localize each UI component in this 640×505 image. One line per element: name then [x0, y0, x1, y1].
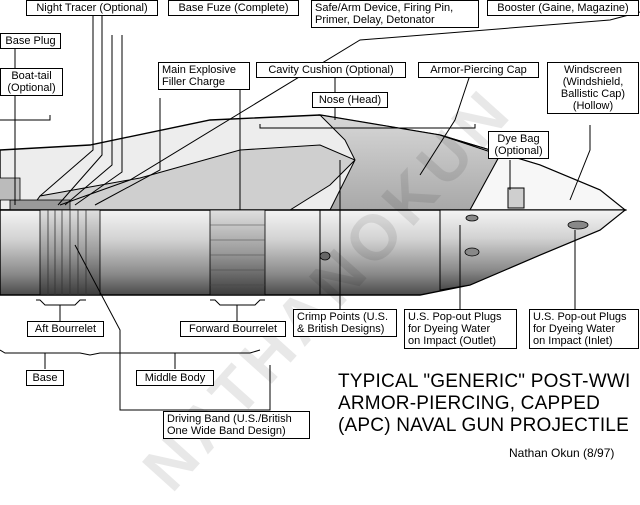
crimp-line-2: & British Designs)	[297, 323, 385, 335]
forward-bourrelet-grooves	[210, 224, 265, 286]
label-main-explosive: Main Explosive Filler Charge	[158, 62, 250, 90]
crimp-point	[319, 251, 331, 261]
label-connectors	[44, 305, 238, 369]
label-ap-cap: Armor-Piercing Cap	[418, 62, 539, 78]
base-threads	[0, 177, 21, 201]
popout-plug-upper	[465, 214, 479, 222]
crimp-line-1: Crimp Points (U.S.	[297, 311, 389, 323]
label-windscreen: Windscreen (Windshield, Ballistic Cap) (…	[547, 62, 639, 114]
popout-plug-outlet	[464, 247, 480, 257]
diagram-title: TYPICAL "GENERIC" POST-WWI ARMOR-PIERCIN…	[338, 371, 630, 437]
boat-tail-line-2: (Optional)	[7, 82, 56, 94]
label-middle-body: Middle Body	[136, 370, 214, 386]
outlet-line-1: U.S. Pop-out Plugs	[408, 311, 502, 323]
label-base-plug: Base Plug	[0, 33, 61, 49]
label-crimp-points: Crimp Points (U.S. & British Designs)	[293, 309, 397, 337]
main-explosive-line-1: Main Explosive	[162, 64, 236, 76]
label-aft-bourrelet: Aft Bourrelet	[27, 321, 104, 337]
author-credit: Nathan Okun (8/97)	[509, 446, 615, 460]
windscreen-line-3: Ballistic Cap)	[560, 88, 626, 100]
label-popout-outlet: U.S. Pop-out Plugs for Dyeing Water on I…	[404, 309, 517, 349]
label-dye-bag: Dye Bag (Optional)	[488, 131, 549, 159]
inlet-line-1: U.S. Pop-out Plugs	[533, 311, 627, 323]
title-line-3: (APC) NAVAL GUN PROJECTILE	[338, 415, 629, 436]
boat-tail-line-1: Boat-tail	[11, 70, 52, 82]
windscreen-line-1: Windscreen	[563, 64, 623, 76]
label-base: Base	[26, 370, 64, 386]
explosive-cavity	[29, 144, 356, 211]
popout-plug-inlet	[567, 220, 589, 230]
safe-arm-line-2: Primer, Delay, Detonator	[315, 14, 435, 26]
inlet-line-2: for Dyeing Water	[533, 323, 616, 335]
label-popout-inlet: U.S. Pop-out Plugs for Dyeing Water on I…	[529, 309, 639, 349]
windscreen-line-4: (Hollow)	[572, 100, 614, 112]
forward-bourrelet-band	[209, 209, 266, 296]
dye-bag	[507, 187, 525, 209]
projectile-diagram	[0, 11, 640, 411]
windscreen-line-2: (Windshield,	[562, 76, 624, 88]
main-explosive-line-2: Filler Charge	[162, 76, 225, 88]
title-line-2: ARMOR-PIERCING, CAPPED	[338, 393, 600, 414]
label-safe-arm-device: Safe/Arm Device, Firing Pin, Primer, Del…	[311, 0, 479, 28]
dye-bag-line-1: Dye Bag	[497, 133, 540, 145]
label-forward-bourrelet: Forward Bourrelet	[180, 321, 286, 337]
dye-bag-line-2: (Optional)	[494, 145, 543, 157]
inlet-line-3: on Impact (Inlet)	[533, 335, 613, 347]
cap-lower	[439, 209, 627, 291]
label-boat-tail: Boat-tail (Optional)	[0, 68, 63, 96]
title-line-1: TYPICAL "GENERIC" POST-WWI	[338, 371, 631, 392]
label-nose: Nose (Head)	[312, 92, 388, 108]
aft-bourrelet-grooves	[47, 210, 87, 295]
leader-lines	[0, 11, 640, 411]
label-cavity-cushion: Cavity Cushion (Optional)	[256, 62, 406, 78]
label-driving-band: Driving Band (U.S./British One Wide Band…	[163, 411, 310, 439]
outlet-line-2: for Dyeing Water	[408, 323, 491, 335]
safe-arm-line-1: Safe/Arm Device, Firing Pin,	[315, 2, 454, 14]
outlet-line-3: on Impact (Outlet)	[408, 335, 497, 347]
driving-band-line-2: One Wide Band Design)	[167, 425, 286, 437]
driving-band-line-1: Driving Band (U.S./British	[167, 413, 292, 425]
label-night-tracer: Night Tracer (Optional)	[26, 0, 158, 16]
label-booster: Booster (Gaine, Magazine)	[487, 0, 639, 16]
label-base-fuze: Base Fuze (Complete)	[168, 0, 299, 16]
